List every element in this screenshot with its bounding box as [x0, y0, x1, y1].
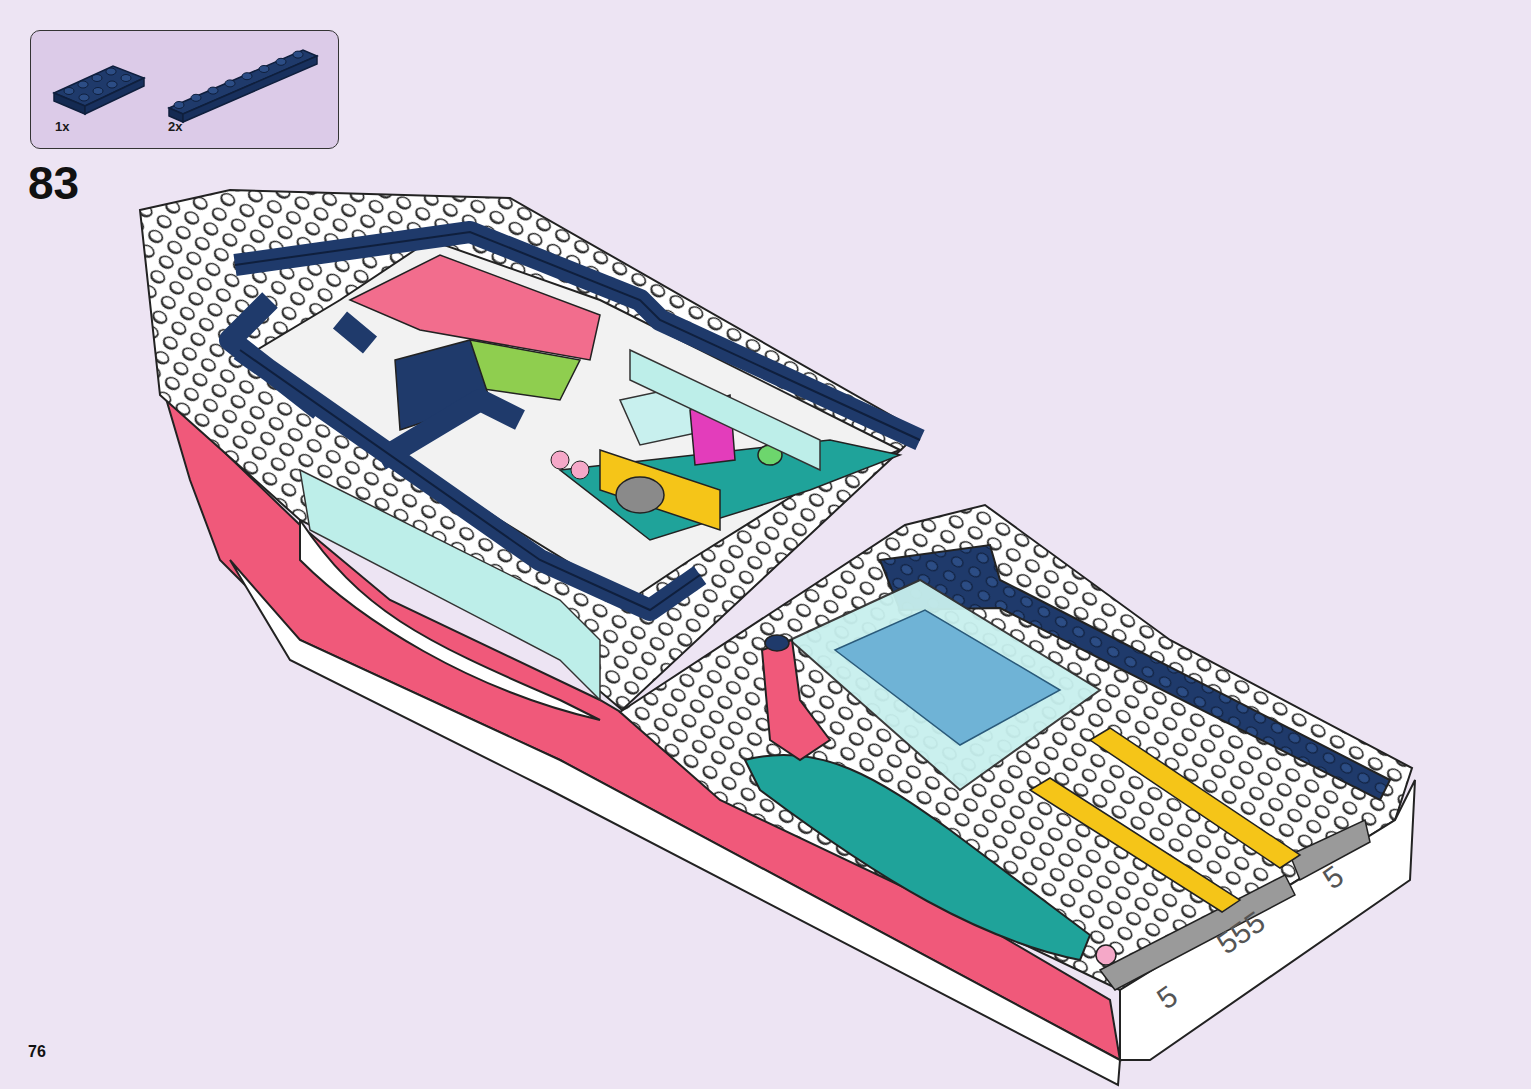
parts-callout-box: 1x 2x: [30, 30, 339, 149]
parts-illustration: [31, 31, 340, 150]
step-number: 83: [28, 160, 79, 206]
part-quantity: 2x: [168, 119, 182, 134]
part-quantity: 1x: [55, 119, 69, 134]
page-number: 76: [28, 1044, 46, 1060]
